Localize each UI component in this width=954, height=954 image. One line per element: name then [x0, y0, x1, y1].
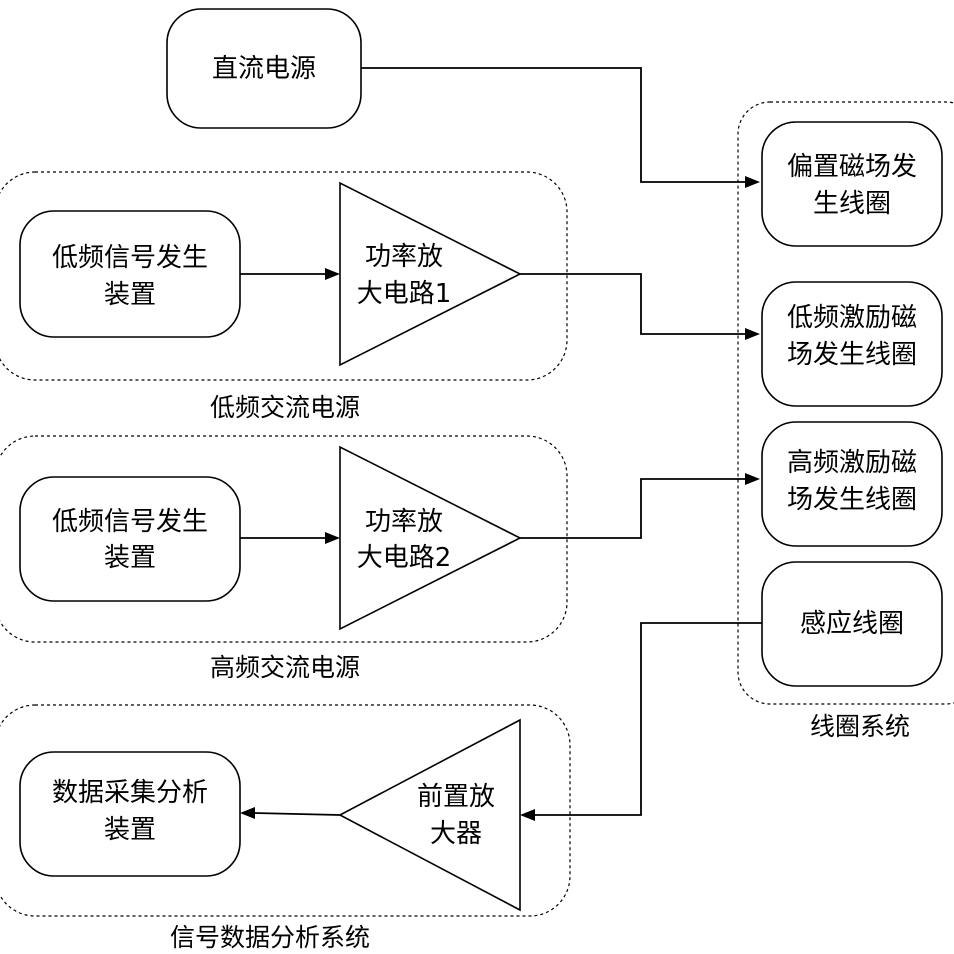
group-signal-analysis-system: [0, 704, 571, 917]
lf-excitation-coil-label-line2: 场发生线圈: [787, 340, 917, 370]
lf-signal-generator-label-line1: 低频信号发生: [52, 243, 208, 273]
hf-signal-generator-label-line1: 低频信号发生: [52, 507, 208, 537]
data-acquisition-label-line2: 装置: [104, 815, 156, 845]
power-amp-2-label-line2: 大电路2: [357, 543, 452, 573]
induction-coil-label: 感应线圈: [800, 609, 904, 639]
power-amp-2-label-line1: 功率放: [365, 507, 443, 537]
arrow-to-amp1: [325, 268, 340, 280]
group-hf-ac-source: [0, 435, 568, 643]
wire-amp1-to-lf-coil: [520, 273, 746, 335]
arrow-to-amp2: [325, 532, 340, 544]
wire-amp2-to-hf-coil: [520, 478, 746, 539]
lf-signal-generator-box: [19, 210, 241, 338]
arrow-to-hf-coil: [745, 473, 760, 485]
group-lf-ac-source: [0, 171, 568, 381]
preamplifier-label-line1: 前置放: [417, 782, 495, 812]
hf-signal-generator-label-line2: 装置: [104, 543, 156, 573]
data-acquisition-label-line1: 数据采集分析: [52, 778, 208, 808]
power-amp-2-triangle: [339, 445, 522, 631]
wire-induction-coil-to-preamp: [534, 622, 762, 816]
bias-coil-box: [761, 121, 943, 247]
power-amp-1-label-line1: 功率放: [365, 242, 443, 272]
arrow-to-preamp: [520, 809, 535, 821]
preamplifier-triangle: [338, 718, 521, 912]
data-acquisition-box: [19, 751, 241, 877]
wire-dc-to-bias-coil: [361, 67, 746, 183]
group-coil-system: [737, 101, 954, 705]
wire-preamp-to-acquisition: [253, 812, 341, 816]
hf-signal-generator-box: [19, 476, 241, 602]
lf-signal-generator-label-line2: 装置: [104, 280, 156, 310]
lf-ac-source-caption: 低频交流电源: [210, 393, 360, 422]
preamplifier-label-line2: 大器: [430, 819, 482, 849]
arrow-to-bias-coil: [745, 176, 760, 188]
dc-source-label: 直流电源: [212, 54, 316, 84]
induction-coil-box: [761, 561, 943, 687]
hf-ac-source-caption: 高频交流电源: [210, 653, 360, 682]
hf-excitation-coil-label-line2: 场发生线圈: [787, 485, 917, 515]
coil-system-caption: 线圈系统: [810, 712, 910, 741]
lf-excitation-coil-label-line1: 低频激励磁: [787, 303, 917, 333]
bias-coil-label-line2: 生线圈: [813, 189, 891, 219]
power-amp-1-triangle: [339, 181, 522, 367]
signal-analysis-system-caption: 信号数据分析系统: [170, 923, 370, 952]
power-amp-1-label-line2: 大电路1: [357, 279, 452, 309]
bias-coil-label-line1: 偏置磁场发: [787, 152, 917, 182]
hf-excitation-coil-label-line1: 高频激励磁: [787, 448, 917, 478]
arrow-to-lf-coil: [745, 328, 760, 340]
arrow-to-acquisition: [240, 807, 255, 819]
lf-excitation-coil-box: [761, 281, 943, 407]
hf-excitation-coil-box: [761, 421, 943, 547]
